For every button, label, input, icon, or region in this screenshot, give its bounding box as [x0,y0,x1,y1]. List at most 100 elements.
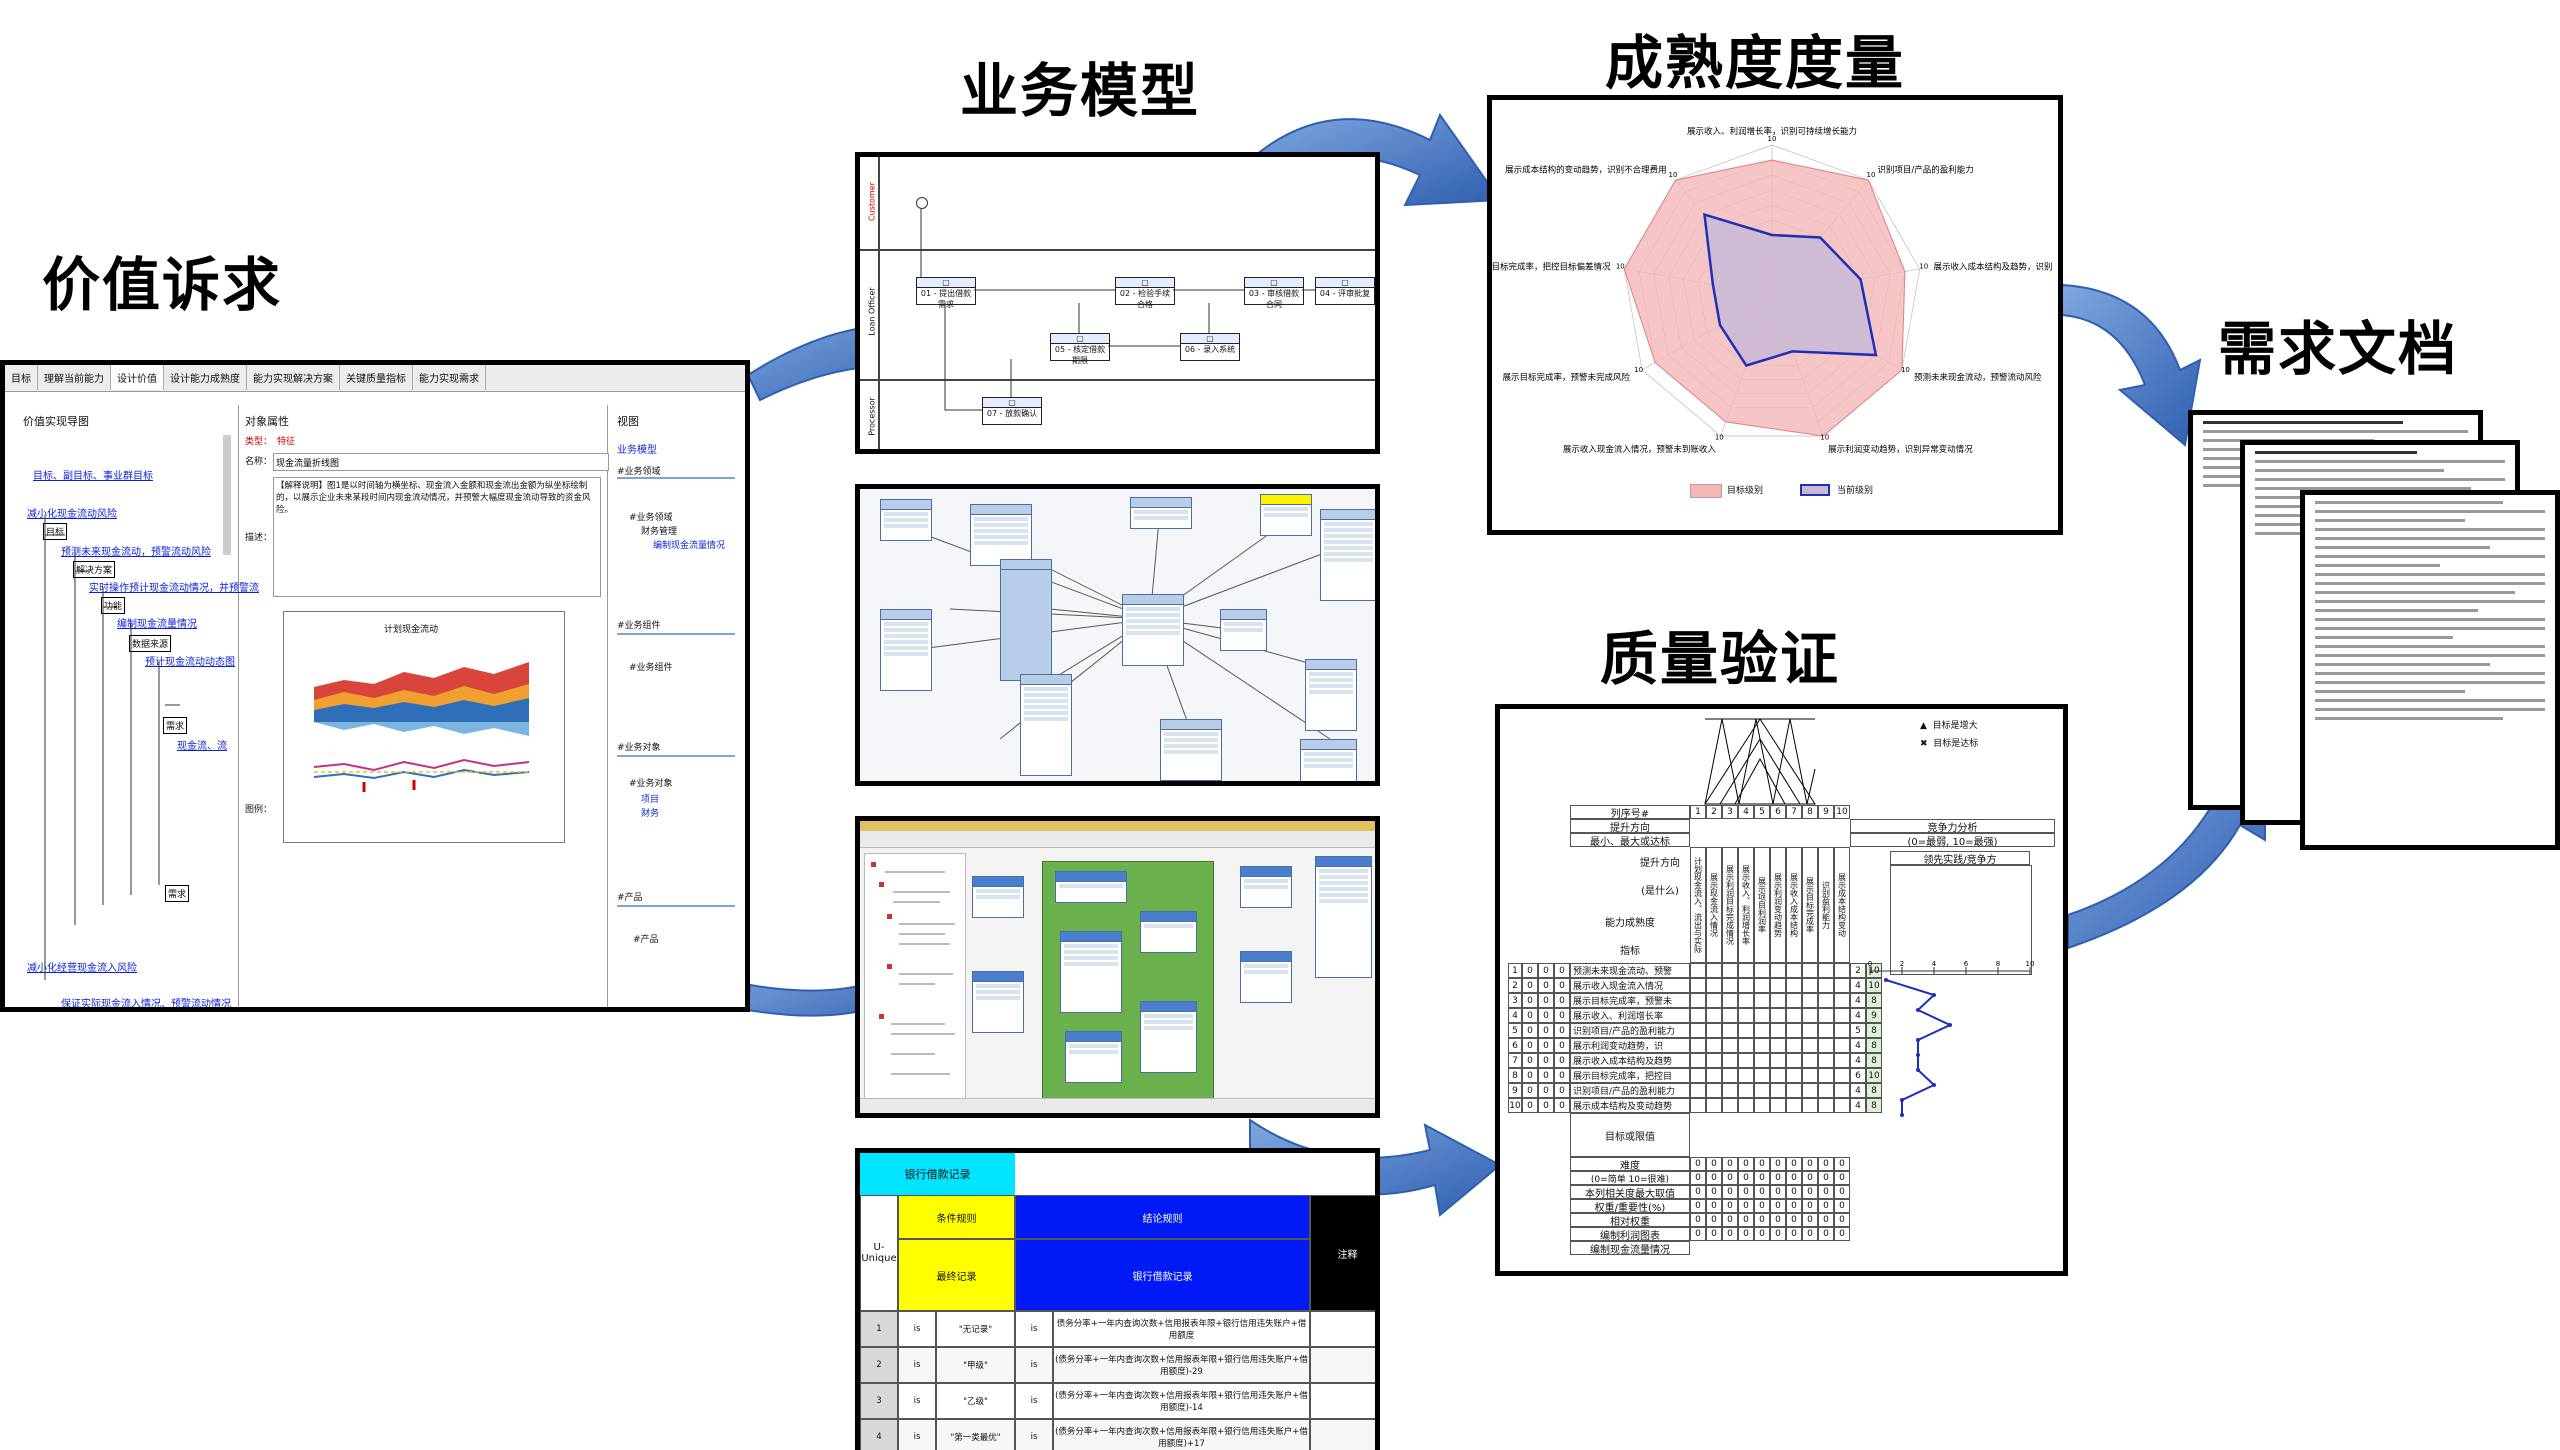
model-entity[interactable] [1240,951,1292,1003]
rule-row-op2: is [1015,1383,1053,1419]
qfd-bottom-cell: 0 [1706,1157,1722,1171]
qfd-improve-sub: 最小、最大或达标 [1570,833,1690,848]
qfd-matrix-cell [1690,1038,1706,1053]
task-2[interactable]: ▢02 - 检验手续合格 [1115,277,1175,309]
task-3[interactable]: ▢03 - 审核借款合同 [1244,277,1304,309]
views-domain-item-1[interactable]: #业务领域 [629,513,673,523]
qfd-edit-detail: 编制利润图表 [1570,1227,1690,1242]
qfd-matrix-cell [1722,1008,1738,1023]
views-domain-item-3[interactable]: 编制现金流量情况 [653,541,726,551]
qfd-row-score: 0 [1522,1098,1538,1113]
model-entity[interactable] [1240,866,1292,908]
views-object-item-1[interactable]: #业务对象 [629,779,673,789]
task-6[interactable]: ▢06 - 录入系统 [1180,333,1240,361]
qfd-bottom-cell: 0 [1834,1199,1850,1213]
model-entity[interactable] [1140,1001,1197,1073]
qfd-matrix-cell [1738,1083,1754,1098]
qfd-row-target: 8 [1866,1023,1882,1038]
tree-item-min-inflow-risk[interactable]: 减小化经营现金流入风险 [27,963,137,974]
tree-item-cash-chart[interactable]: 预计现金流动动态图 [145,657,235,668]
radar-legend-target: 目标级别 [1727,486,1764,496]
attr-desc-text[interactable]: 【解释说明】图1是以时间轴为横坐标、现金流入金额和现金流出金额为纵坐标绘制的，以… [273,477,601,597]
qfd-row-number: 8 [1508,1068,1522,1083]
tree-item-goals[interactable]: 目标、副目标、事业群目标 [33,471,153,482]
qfd-matrix-cell [1722,1038,1738,1053]
tree-item-realtime-cash[interactable]: 实时操作预计现金流动情况，并预警流 [89,583,259,594]
qfd-maturity-label: 能力成熟度 [1605,917,1655,929]
qfd-row-current: 4 [1850,978,1866,993]
radar-category-label: 展示目标完成率，预警未完成风险 [1502,372,1630,383]
qfd-bottom-cell: 0 [1722,1157,1738,1171]
task-7[interactable]: ▢07 - 放款确认 [982,397,1042,425]
requirements-doc-page-3 [2300,490,2560,850]
tree-box-requirement[interactable]: 需求 [163,717,188,734]
qfd-matrix-cell [1706,978,1722,993]
er-entity-central[interactable] [1122,594,1184,666]
tab-design-value[interactable]: 设计价值 [111,365,164,390]
qfd-row-text: 展示目标完成率，把控目 [1570,1068,1690,1083]
qfd-bottom-cell: 0 [1802,1185,1818,1199]
views-component-title: #业务组件 [617,621,661,631]
er-entity[interactable] [1260,494,1312,536]
task-4[interactable]: ▢04 - 评审批复 [1315,277,1375,305]
task-5[interactable]: ▢05 - 核定借款期限 [1050,333,1110,365]
views-object-item-2[interactable]: 项目 [641,795,660,805]
tab-current-capability[interactable]: 理解当前能力 [38,365,111,390]
er-entity[interactable] [1220,609,1267,651]
model-entity[interactable] [1060,931,1122,1013]
views-product-item[interactable]: #产品 [633,935,659,945]
er-entity[interactable] [880,609,932,691]
er-entity[interactable] [1000,559,1052,681]
tree-item-min-cash-risk[interactable]: 减小化现金流动风险 [27,509,117,520]
views-domain-item-2[interactable]: 财务管理 [641,527,678,537]
qfd-bottom-cell: 0 [1754,1213,1770,1227]
er-entity[interactable] [1130,497,1192,529]
er-entity[interactable] [970,504,1032,566]
tab-quality-index[interactable]: 关键质量指标 [340,365,413,390]
task-1[interactable]: ▢01 - 提出借款需求 [916,277,976,309]
qfd-matrix-cell [1706,963,1722,978]
model-entity[interactable] [1065,1031,1122,1083]
mini-chart-title: 计划现金流动 [384,625,439,635]
qfd-col-number: 9 [1818,805,1834,819]
er-entity[interactable] [1320,509,1375,601]
tree-box-goal[interactable]: 目标 [43,523,68,540]
model-entity[interactable] [1315,856,1372,978]
qfd-matrix-cell [1786,1053,1802,1068]
tab-requirements[interactable]: 能力实现需求 [413,365,486,390]
tree-box-requirement-2[interactable]: 需求 [165,885,190,902]
qfd-matrix-cell [1722,1023,1738,1038]
rule-row-number: 1 [860,1311,898,1347]
er-entity[interactable] [1300,739,1357,781]
er-entity[interactable] [1305,659,1357,731]
tree-box-data-source[interactable]: 数据来源 [129,635,172,652]
qfd-matrix-cell [1770,1038,1786,1053]
views-component-item[interactable]: #业务组件 [629,663,673,673]
er-entity[interactable] [880,499,932,541]
qfd-row-target: 8 [1866,993,1882,1008]
qfd-row-text: 展示收入成本结构及趋势 [1570,1053,1690,1068]
tree-item-predict-cash[interactable]: 预测未来现金流动，预警流动风险 [61,547,211,558]
views-object-item-3[interactable]: 财务 [641,809,660,819]
tree-box-solution[interactable]: 解决方案 [73,561,116,578]
tree-item-cash-statement[interactable]: 编制现金流量情况 [117,619,197,630]
tree-item-actual-inflow[interactable]: 保证实际现金流入情况、预警流动情况 [61,999,231,1010]
qfd-comp-tick-label: 10 [2026,960,2035,968]
model-entity[interactable] [972,876,1024,918]
model-entity[interactable] [972,971,1024,1033]
mini-chart-graphic [313,662,530,792]
views-business-model[interactable]: 业务模型 [617,445,657,456]
qfd-bottom-cell: 0 [1786,1157,1802,1171]
tab-goal[interactable]: 目标 [5,365,38,390]
qfd-col-header-vertical: 识别盈利能力 [1818,847,1834,963]
model-entity[interactable] [1140,911,1197,953]
tab-solution[interactable]: 能力实现解决方案 [247,365,340,390]
tree-item-cash-flow[interactable]: 现金流、流 [177,741,227,752]
view-col-title: 视图 [617,415,639,428]
model-entity[interactable] [1055,871,1127,903]
qfd-comp-point [1916,1053,1920,1057]
er-entity[interactable] [1160,719,1222,781]
er-entity[interactable] [1020,674,1072,776]
tab-design-maturity[interactable]: 设计能力成熟度 [164,365,247,390]
attr-name-input[interactable] [273,453,609,471]
